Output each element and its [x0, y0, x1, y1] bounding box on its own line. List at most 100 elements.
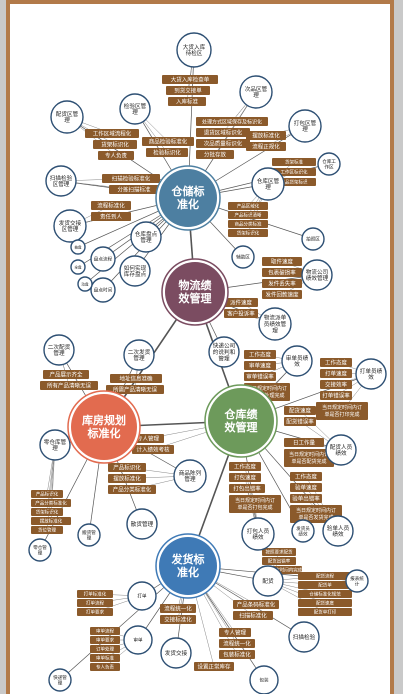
tag-text: 检验标识化	[153, 148, 181, 156]
label-tag: 产品条码标准化	[233, 600, 279, 609]
topic-text: 仓库区管	[257, 177, 280, 185]
label-tag: 发件丢失率	[262, 279, 302, 288]
topic-node: 散货管理	[126, 508, 158, 540]
label-tag: 商品分类标准	[228, 220, 268, 228]
topic-ring	[252, 565, 284, 597]
topic-ring	[123, 339, 155, 371]
topic-text: 打单	[137, 593, 147, 600]
tag-background	[77, 590, 113, 598]
label-tag: 验单速度	[290, 483, 322, 492]
topic-text: 辅助区	[236, 254, 250, 261]
topic-ring	[345, 569, 369, 593]
topic-node: 扫描检验	[288, 621, 320, 653]
tag-background	[262, 279, 302, 288]
tag-text: 摆放标准化	[252, 131, 280, 139]
tag-background	[108, 474, 146, 483]
hub-text: 仓储标	[171, 184, 205, 198]
topic-ring	[28, 538, 52, 562]
tag-background	[90, 663, 120, 671]
tag-text: 产品标识化	[36, 491, 59, 498]
label-tag: 配货错误率	[284, 417, 316, 426]
tag-text: 单是否打包完成	[237, 504, 272, 511]
label-tag: 设置正常库存	[194, 662, 234, 671]
tag-background	[320, 391, 352, 400]
topic-node: 动盘	[77, 276, 93, 292]
tag-text: 工作态度	[295, 472, 318, 480]
tag-text: 到货交接单	[174, 86, 202, 94]
hub-text: 效管理	[225, 420, 258, 434]
tag-text: 配货速度	[316, 600, 334, 607]
hub-fill	[159, 169, 217, 227]
tag-text: 订单处理	[96, 646, 114, 653]
tag-text: 单是否配货完成	[291, 458, 326, 465]
topic-node: 打单	[127, 581, 157, 611]
tag-text: 打单标准化	[84, 591, 107, 598]
tag-background	[194, 662, 234, 671]
topic-text: 效	[368, 373, 374, 381]
topic-text: 理	[265, 184, 271, 191]
tag-background	[85, 129, 139, 138]
tag-background	[109, 185, 159, 194]
tag-text: 当日规定时间内订	[296, 507, 336, 514]
topic-ring	[322, 515, 354, 547]
label-tag: 检验标识化	[146, 148, 188, 157]
tag-background	[90, 654, 120, 662]
topic-ring	[173, 459, 207, 493]
tag-text: 日工作量	[293, 438, 316, 446]
tag-text: 分拣扫描标准	[117, 185, 151, 193]
tag-background	[166, 86, 210, 95]
topic-ring	[39, 429, 71, 461]
tag-background	[146, 148, 188, 157]
tag-text: 交接标准化	[164, 615, 192, 623]
label-tag: 所有产品清晰无误	[40, 381, 98, 390]
tag-background	[316, 402, 368, 420]
topic-text: 作区	[324, 163, 334, 170]
tag-background	[31, 526, 63, 534]
tag-background	[262, 290, 302, 299]
tag-text: 配货流程	[316, 573, 334, 580]
tag-background	[262, 548, 296, 556]
topic-text: 大货入库	[183, 43, 206, 51]
label-tag: 处理方式区域保存及标识化	[196, 117, 268, 126]
topic-ring	[127, 581, 157, 611]
tag-background	[106, 385, 164, 394]
topic-text: 审单员绩	[286, 354, 309, 362]
tag-text: 货架标准	[285, 159, 303, 166]
tag-text: 流程标准化	[97, 201, 125, 209]
label-tag: 所需产品清晰无误	[106, 385, 164, 394]
tag-text: 单是否打印完成	[324, 411, 359, 418]
tag-background	[262, 557, 296, 565]
tag-text: 包装标准化	[223, 650, 251, 658]
label-tag: 扫描检验标准化	[102, 174, 160, 183]
tag-background	[320, 369, 352, 378]
topic-text: 次品区管	[245, 85, 268, 93]
topic-text: 理	[38, 550, 43, 556]
topic-text: 理	[52, 445, 58, 452]
tag-background	[196, 117, 268, 126]
tag-text: 取件速度	[271, 257, 294, 265]
label-tag: 包裹破损率	[262, 268, 302, 277]
label-tag: 发件回款速度	[262, 290, 302, 299]
topic-ring	[288, 621, 320, 653]
topic-text: 配货	[262, 577, 274, 585]
tag-background	[228, 220, 268, 228]
hub-text: 仓库绩	[224, 407, 258, 421]
label-tag: 扫描标准化	[233, 611, 273, 620]
tag-background	[290, 483, 322, 492]
tag-text: 单是否发货完成	[298, 514, 333, 521]
hub-text: 准化	[177, 197, 199, 211]
label-tag: 产品展示齐全	[43, 370, 89, 379]
tag-background	[244, 350, 276, 359]
label-tag: 入库标准	[168, 97, 206, 106]
tag-background	[320, 380, 352, 389]
